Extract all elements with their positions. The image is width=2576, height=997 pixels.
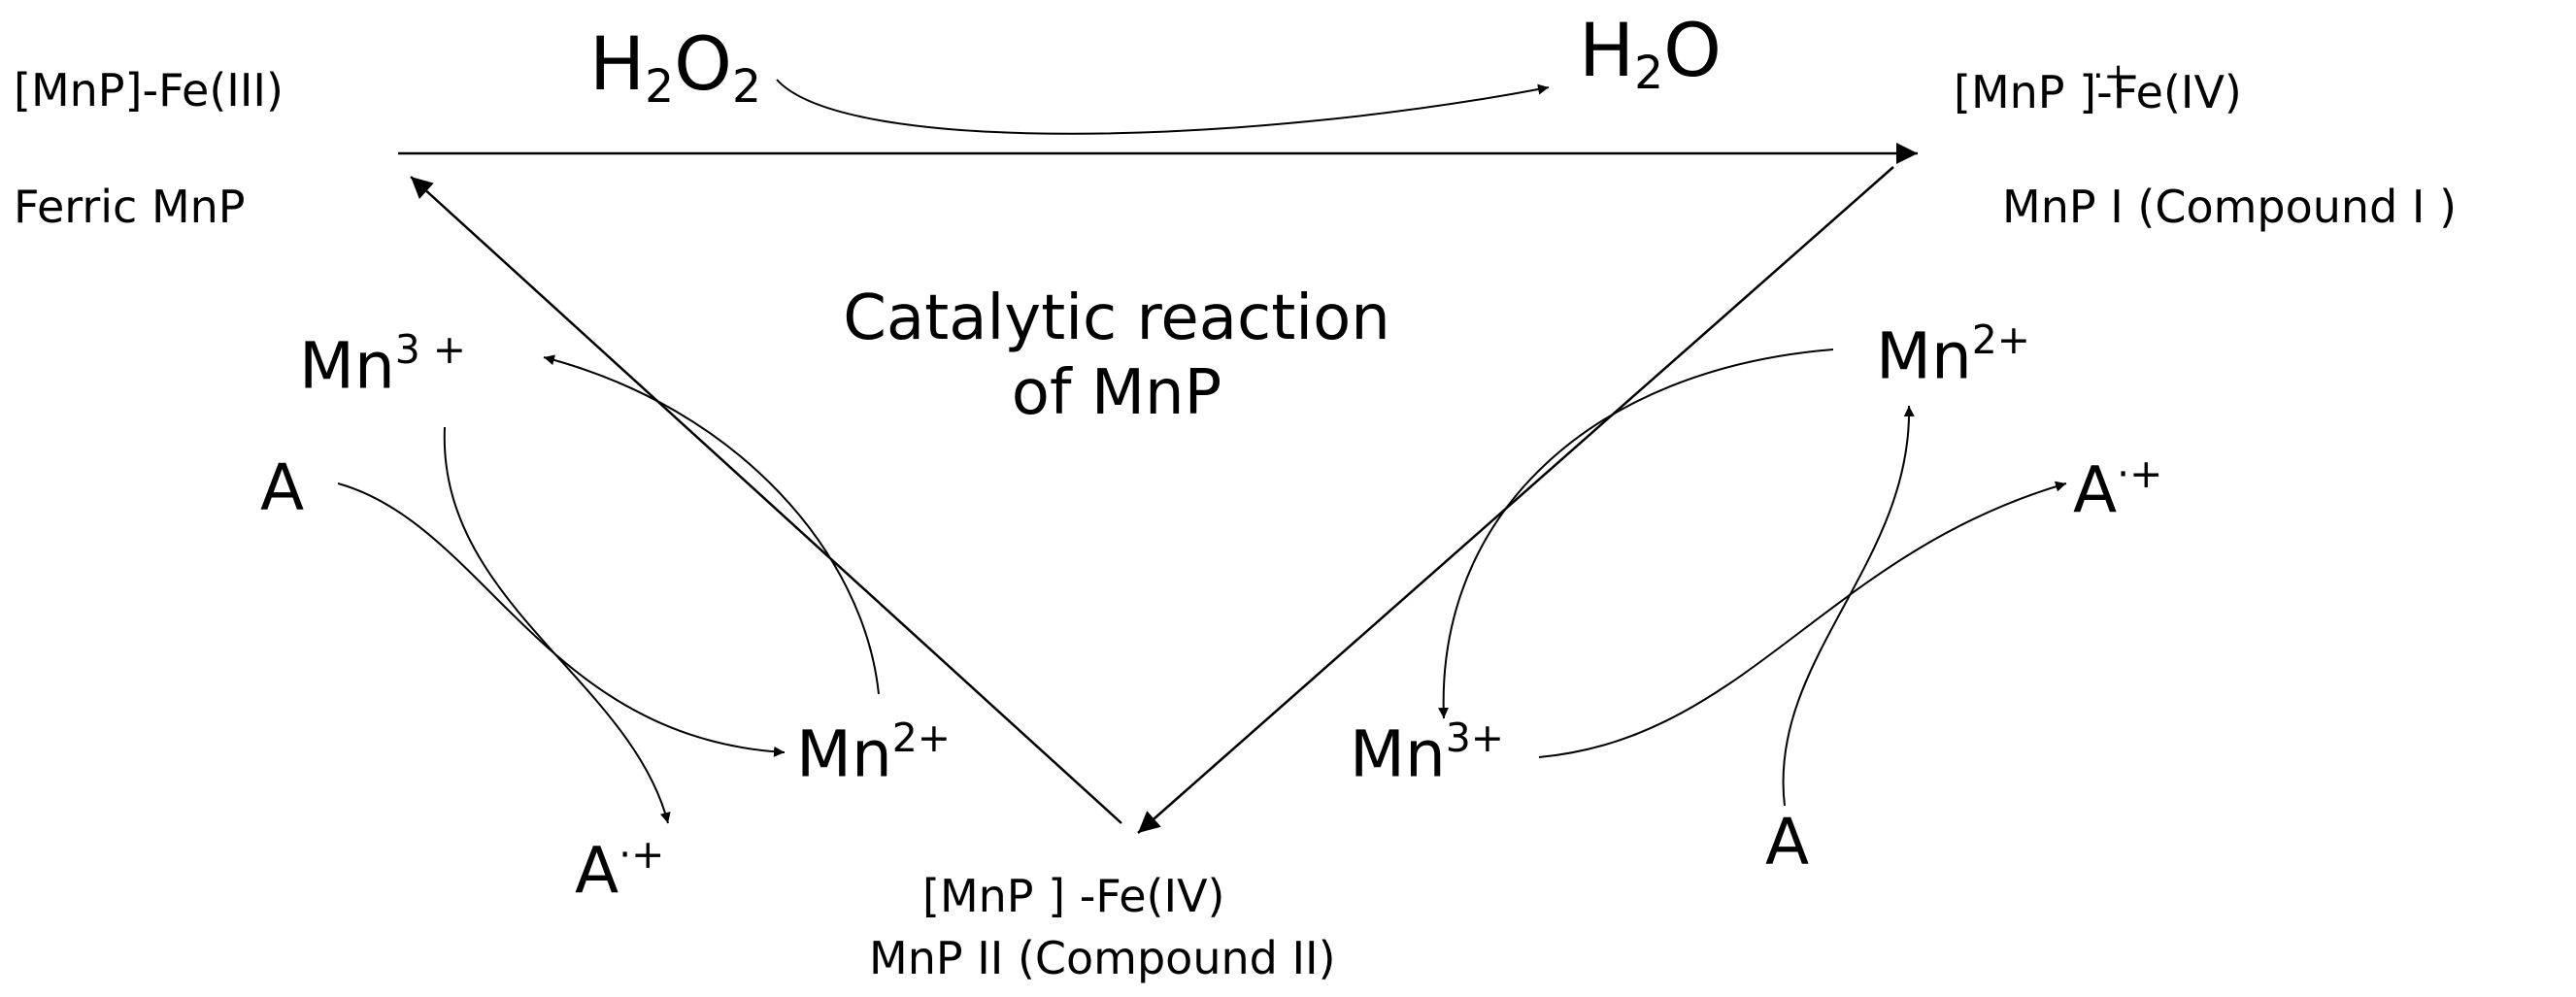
compound1-name: MnP I (Compound I ) (2002, 184, 2457, 229)
peroxide-o-subscript: 2 (731, 60, 761, 115)
left-mn3-charge: 3 + (394, 326, 467, 373)
compound2-formula: [MnP ] -Fe(IV) (922, 874, 1225, 918)
compound2-name: MnP II (Compound II) (869, 936, 1336, 980)
title-line-2: of MnP (1011, 356, 1222, 429)
right-mn2-charge: 2+ (1971, 316, 2031, 363)
right-substrate-text: A (1765, 805, 1810, 880)
left-mn3: Mn3 + (299, 330, 466, 398)
ferric-name-text: Ferric MnP (14, 181, 246, 233)
right-radical-charge: ·+ (2117, 450, 2163, 497)
left-radical-charge: ·+ (619, 831, 665, 878)
hydrogen-peroxide: H2O2 (589, 27, 761, 111)
right-mn3-charge: 3+ (1445, 715, 1505, 761)
compound1-name-text: MnP I (Compound I ) (2002, 181, 2458, 233)
ferric-name: Ferric MnP (14, 184, 246, 229)
arrow-right-a-to-mn2 (1782, 405, 1915, 807)
water-h: H (1579, 7, 1635, 93)
arrow-left-a-to-mn2 (337, 482, 786, 757)
compound2-name-text: MnP II (Compound II) (869, 932, 1336, 984)
left-substrate-radical: A·+ (575, 835, 664, 903)
arrow-left-mn2-to-mn3 (543, 354, 880, 695)
title-line-1: Catalytic reaction (843, 282, 1390, 354)
right-mn3-base: Mn (1350, 716, 1446, 792)
left-mn2-charge: 2+ (891, 715, 952, 761)
right-mn3: Mn3+ (1350, 718, 1504, 786)
arrow-right-mn3-to-radical (1538, 481, 2067, 758)
water-h-subscript: 2 (1634, 47, 1664, 101)
left-substrate-text: A (260, 450, 305, 525)
peroxide-h-subscript: 2 (645, 60, 675, 115)
compound1-bracket: [MnP ] (1954, 66, 2097, 118)
left-radical-base: A (575, 833, 619, 909)
arrow-left-mn3-to-radical (443, 426, 671, 824)
right-mn2: Mn2+ (1876, 320, 2030, 388)
right-substrate-a: A (1765, 811, 1809, 875)
compound2-formula-text: [MnP ] -Fe(IV) (922, 870, 1225, 922)
water: H2O (1579, 14, 1722, 97)
arrow-compound2-to-ferric (410, 176, 1122, 824)
right-substrate-radical: A·+ (2073, 454, 2162, 522)
left-mn2-base: Mn (796, 716, 892, 792)
water-o: O (1663, 7, 1722, 93)
arrow-right-mn2-to-mn3 (1438, 349, 1834, 719)
ferric-formula-text: [MnP]-Fe(III) (14, 64, 284, 116)
left-mn3-base: Mn (299, 328, 395, 404)
compound1-radical-charge: ·+ (2092, 56, 2133, 96)
compound1-formula: [MnP ]·+-Fe(IV) (1954, 59, 2242, 116)
peroxide-h: H (589, 20, 646, 107)
right-radical-base: A (2073, 452, 2118, 528)
peroxide-o: O (674, 20, 732, 107)
ferric-formula: [MnP]-Fe(III) (14, 68, 284, 113)
arrow-h2o2-to-h2o (776, 79, 1550, 135)
left-substrate-a: A (260, 456, 304, 520)
right-mn2-base: Mn (1876, 318, 1972, 394)
compound1-iron: -Fe(IV) (2096, 66, 2242, 118)
left-mn2: Mn2+ (796, 718, 951, 786)
arrow-compound1-to-compound2 (1137, 166, 1894, 834)
